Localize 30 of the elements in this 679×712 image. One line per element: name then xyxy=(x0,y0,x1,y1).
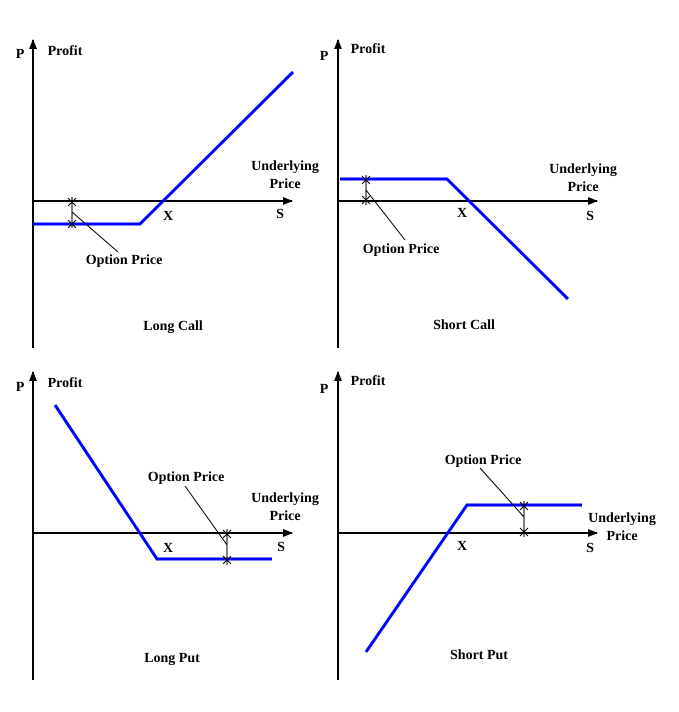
axis-label: S xyxy=(277,539,285,557)
callout-label: Option Price xyxy=(444,452,522,470)
chart-title: Short Put xyxy=(450,647,508,665)
leader-line xyxy=(480,468,524,518)
chart-title: Short Call xyxy=(433,317,495,335)
chart-title: Long Put xyxy=(144,650,200,668)
strike-label: X xyxy=(456,538,468,556)
chart-title: Long Call xyxy=(143,318,203,336)
axis-label: Underlying Price xyxy=(548,161,618,197)
strike-label: X xyxy=(162,540,174,558)
strike-label: X xyxy=(456,205,468,223)
axis-label: Profit xyxy=(48,375,82,393)
leader-line xyxy=(184,486,228,546)
axis-label: Profit xyxy=(350,373,386,391)
callout-label: Option Price xyxy=(362,241,440,259)
axis-label: P xyxy=(16,46,24,64)
leader-line xyxy=(72,212,118,252)
axis-label: S xyxy=(276,206,284,224)
axis-label: Underlying Price xyxy=(250,158,320,194)
strike-label: X xyxy=(162,208,174,226)
axis-label: S xyxy=(586,208,594,226)
axis-label: Profit xyxy=(48,43,82,61)
callout-label: Option Price xyxy=(86,252,162,270)
axis-label: P xyxy=(320,48,328,66)
leader-line xyxy=(366,190,406,240)
axis-label: Profit xyxy=(350,41,386,59)
axis-label: P xyxy=(16,379,24,397)
axis-label: Underlying Price xyxy=(250,490,320,526)
axis-label: P xyxy=(320,381,328,399)
callout-label: Option Price xyxy=(148,469,224,487)
